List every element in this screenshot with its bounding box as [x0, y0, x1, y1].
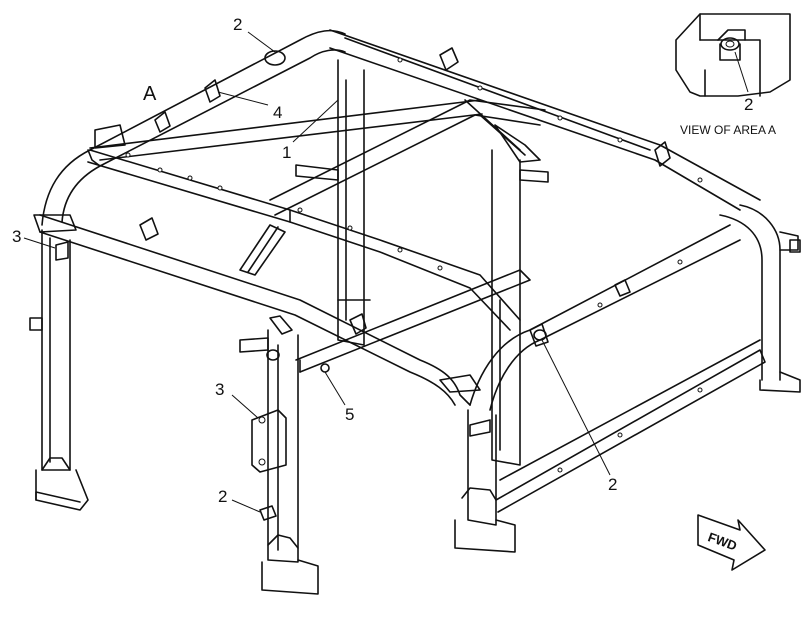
- callout-3-mid: 3: [215, 380, 224, 399]
- callout-2-detail: 2: [744, 95, 753, 114]
- callout-5: 5: [345, 405, 354, 424]
- callout-4: 4: [273, 103, 282, 122]
- detail-view-area-a: [675, 13, 791, 97]
- callout-2-top: 2: [233, 15, 242, 34]
- leader-lines: [23, 31, 611, 513]
- pin-5: [320, 363, 330, 373]
- callout-3-left: 3: [12, 227, 21, 246]
- rail-holes: [125, 57, 703, 473]
- mounting-plate-3: [251, 409, 287, 473]
- view-caption: VIEW OF AREA A: [680, 123, 776, 137]
- callout-2-right: 2: [608, 475, 617, 494]
- callout-2-mid: 2: [218, 487, 227, 506]
- area-label-a: A: [143, 83, 157, 105]
- clip-2: [259, 505, 277, 521]
- rops-frame: [29, 29, 801, 595]
- callout-1: 1: [282, 143, 291, 162]
- fwd-arrow-icon: FWD: [697, 514, 766, 571]
